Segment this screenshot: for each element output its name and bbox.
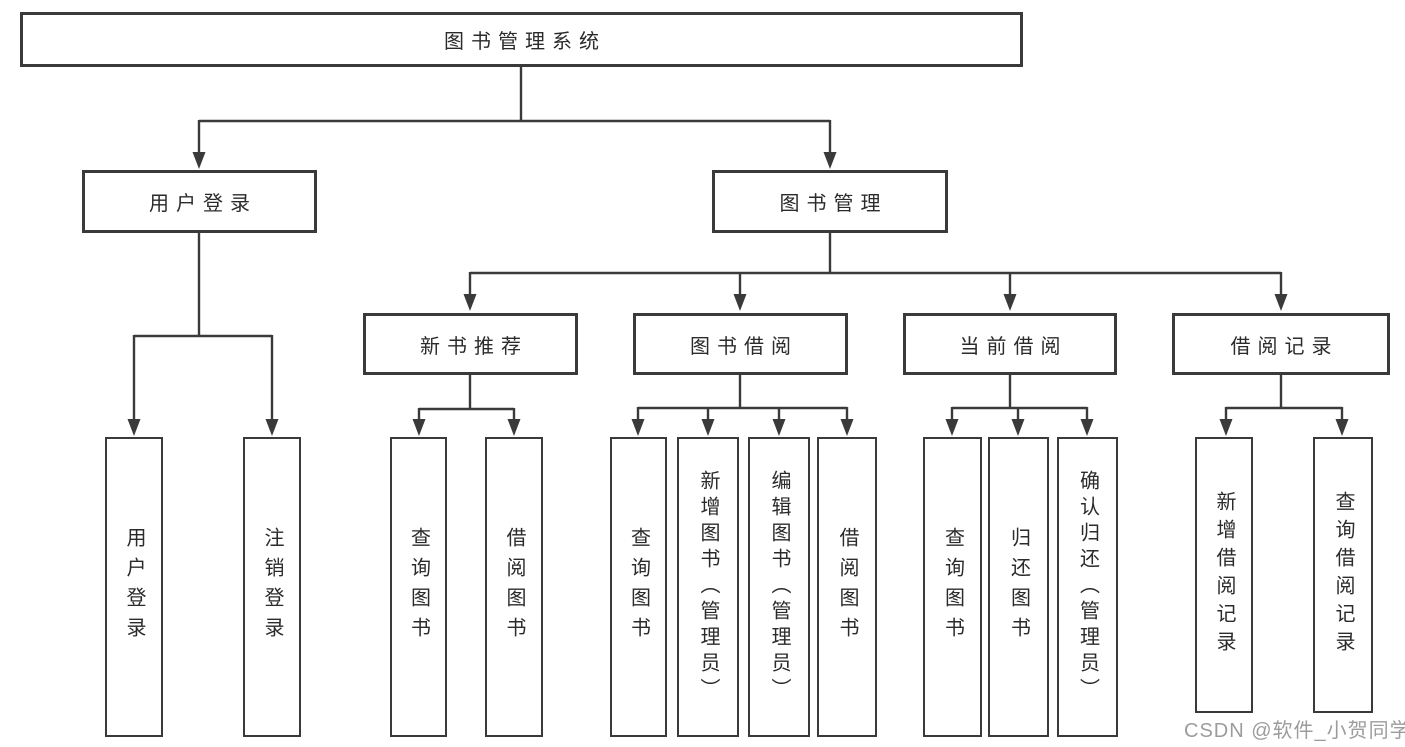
node-label: 新增图书（管理员） — [697, 470, 719, 704]
leaf-query-books-recommend: 查询图书 — [390, 437, 447, 737]
node-user-login: 用户登录 — [82, 170, 317, 233]
leaf-query-books-current: 查询图书 — [923, 437, 982, 737]
leaf-return-books: 归还图书 — [988, 437, 1049, 737]
leaf-logout: 注销登录 — [243, 437, 301, 737]
node-borrowing-records: 借阅记录 — [1172, 313, 1390, 375]
node-label: 查询图书 — [941, 527, 964, 647]
node-label: 查询图书 — [407, 527, 430, 647]
node-label: 确认归还（管理员） — [1076, 470, 1099, 704]
node-label: 借阅图书 — [836, 527, 858, 647]
node-label: 图书管理系统 — [444, 31, 606, 53]
node-label: 查询图书 — [627, 527, 650, 647]
leaf-edit-books-admin: 编辑图书（管理员） — [748, 437, 810, 737]
node-new-book-recommendation: 新书推荐 — [363, 313, 578, 375]
leaf-borrow-books: 借阅图书 — [817, 437, 877, 737]
node-label: 用户登录 — [149, 193, 257, 215]
node-label: 用户登录 — [123, 527, 145, 647]
node-label: 图书管理 — [779, 193, 888, 215]
node-library-management-system: 图书管理系统 — [20, 12, 1023, 67]
node-label: 查询借阅记录 — [1332, 491, 1354, 659]
node-label: 图书借阅 — [690, 335, 798, 358]
node-label: 借阅图书 — [503, 527, 525, 647]
leaf-confirm-return-admin: 确认归还（管理员） — [1057, 437, 1118, 737]
node-label: 归还图书 — [1007, 527, 1030, 647]
node-label: 新增借阅记录 — [1213, 491, 1235, 659]
node-label: 编辑图书（管理员） — [768, 470, 790, 704]
node-label: 新书推荐 — [420, 335, 528, 358]
csdn-watermark: CSDN @软件_小贺同学 — [1184, 720, 1405, 742]
node-label: 当前借阅 — [959, 335, 1068, 358]
node-book-borrowing: 图书借阅 — [633, 313, 848, 375]
leaf-user-login: 用户登录 — [105, 437, 163, 737]
node-label: 注销登录 — [261, 527, 283, 647]
node-current-borrowing: 当前借阅 — [903, 313, 1117, 375]
leaf-add-books-admin: 新增图书（管理员） — [677, 437, 739, 737]
leaf-query-books-borrow: 查询图书 — [610, 437, 667, 737]
leaf-borrow-books-recommend: 借阅图书 — [485, 437, 543, 737]
leaf-query-borrow-record: 查询借阅记录 — [1313, 437, 1373, 713]
node-label: 借阅记录 — [1230, 335, 1339, 358]
node-book-management: 图书管理 — [712, 170, 948, 233]
leaf-add-borrow-record: 新增借阅记录 — [1195, 437, 1253, 713]
